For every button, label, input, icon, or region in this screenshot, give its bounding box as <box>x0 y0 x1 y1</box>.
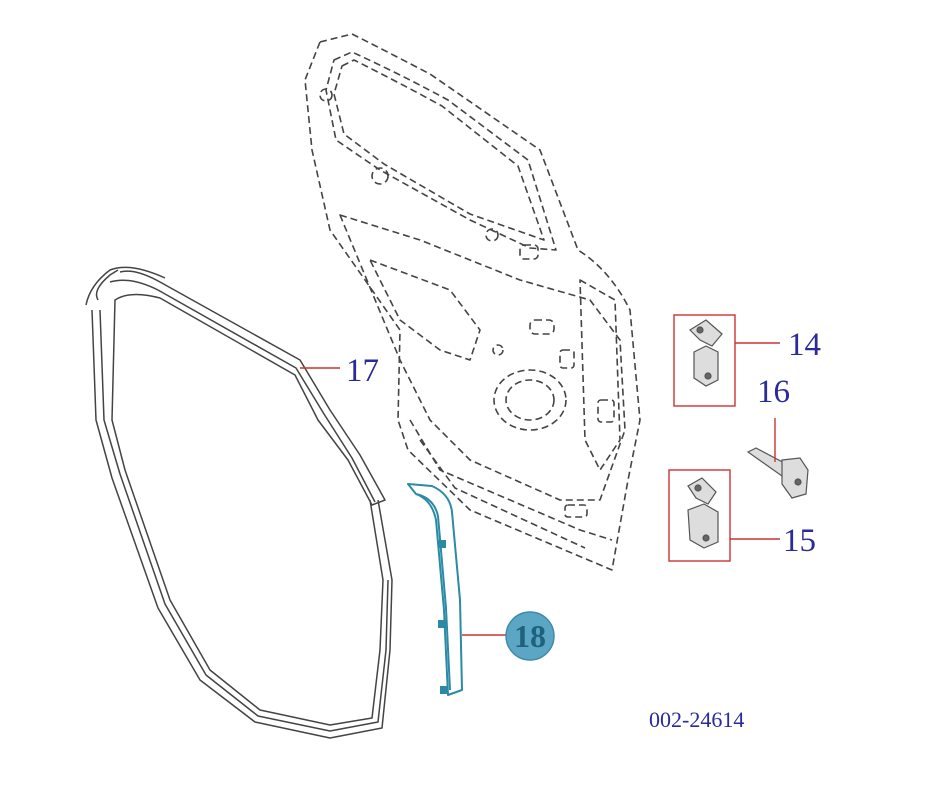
upper-hinge-frame <box>673 314 736 407</box>
rear-edge-seal <box>407 483 463 696</box>
lower-hinge-frame <box>668 469 731 562</box>
upper-hinge <box>689 319 723 387</box>
callout-18-label[interactable]: 18 <box>514 618 546 654</box>
callout-17-label[interactable]: 17 <box>346 353 379 389</box>
door-inner-panel <box>304 33 641 571</box>
door-weatherstrip <box>85 266 393 739</box>
reference-code: 002-24614 <box>649 707 744 732</box>
door-check-strap <box>746 447 809 499</box>
callout-16-label[interactable]: 16 <box>757 374 790 410</box>
callout-15-label[interactable]: 15 <box>783 523 816 559</box>
callout-14-label[interactable]: 14 <box>788 327 821 363</box>
callout-18-badge[interactable] <box>505 611 555 661</box>
lower-hinge <box>687 477 719 549</box>
